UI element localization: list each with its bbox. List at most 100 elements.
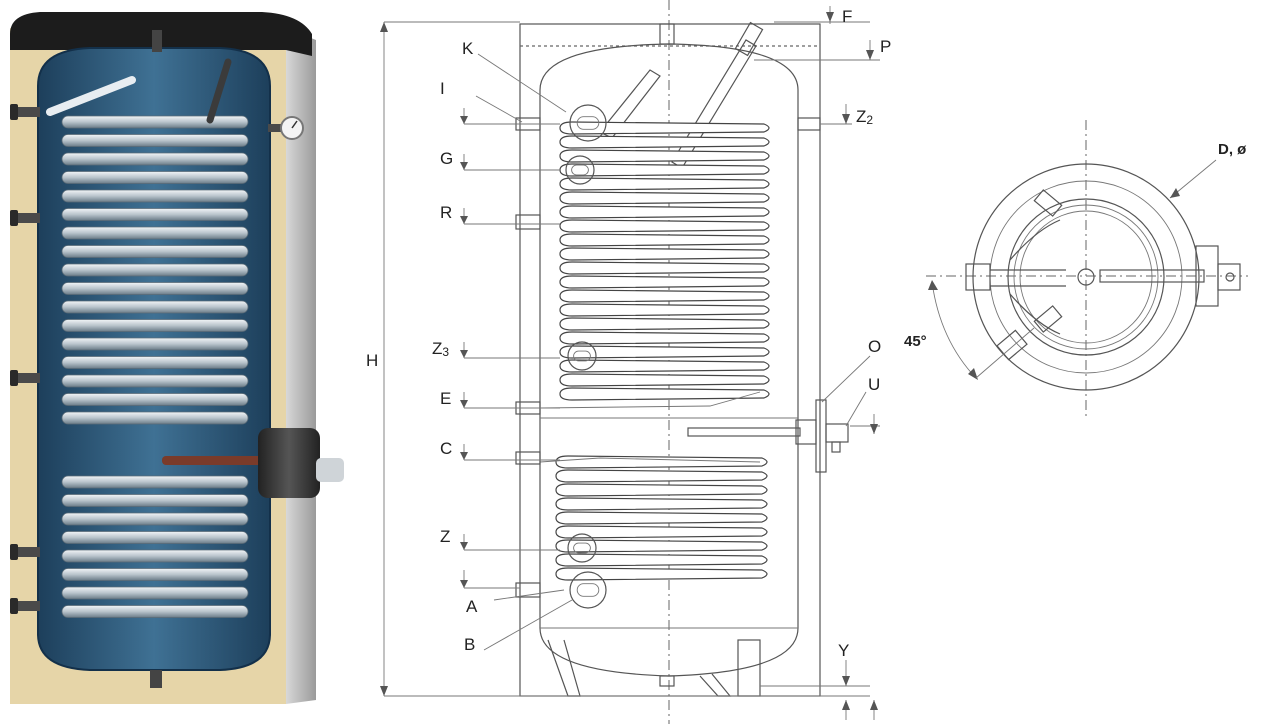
coil-turn xyxy=(61,531,249,544)
label-G: G xyxy=(440,149,453,168)
side-connections xyxy=(10,104,286,614)
coil-turn xyxy=(61,549,249,563)
drawing-upper-coil xyxy=(539,121,770,409)
side-connection-cap xyxy=(10,544,18,560)
drawing-coil-turn xyxy=(555,511,768,525)
drawing-coil-turn xyxy=(559,303,770,317)
coil-turn xyxy=(61,568,249,581)
heater-flange-drawing xyxy=(815,399,827,473)
coil-turn xyxy=(61,411,249,425)
drawing-coil-turn xyxy=(559,135,770,149)
casing-side xyxy=(286,28,316,704)
coil-turn xyxy=(61,152,249,166)
coil-turn xyxy=(61,494,249,507)
coil-turn xyxy=(61,319,249,332)
drawing-coil-turn xyxy=(559,275,770,289)
coil-turn xyxy=(61,356,249,369)
drawing-coil-turn xyxy=(555,553,768,567)
coil-turn xyxy=(61,263,249,277)
left-stub xyxy=(515,451,541,465)
drawing-coil-turn xyxy=(555,497,768,511)
side-connection xyxy=(14,547,40,557)
label-K: K xyxy=(462,39,474,58)
coil-turn xyxy=(61,337,249,351)
side-connection-cap xyxy=(10,598,18,614)
drawing-coil-turn xyxy=(559,233,770,247)
coil-turn xyxy=(61,208,249,221)
drawing-coil-turn xyxy=(555,469,768,483)
side-connection-cap xyxy=(10,104,18,120)
drawing-coil-turn xyxy=(559,387,770,401)
port-circle xyxy=(569,571,607,609)
label-angle: 45° xyxy=(904,333,927,350)
coil-turn xyxy=(61,605,249,618)
coil-turn xyxy=(61,475,249,489)
port-circles xyxy=(565,104,607,609)
heater-flange xyxy=(258,428,320,498)
top-view-heater xyxy=(1099,269,1205,283)
coil-turn xyxy=(61,393,249,406)
coil-turn xyxy=(61,189,249,203)
side-view-drawing: H F P Z2 I G R Z3E C Z K A B O U xyxy=(366,0,891,724)
label-Z3: Z3 xyxy=(432,339,449,359)
left-stub xyxy=(515,214,541,230)
label-Z2: Z2 xyxy=(856,107,873,127)
top-view-drawing: D, ø 45° xyxy=(904,120,1248,416)
label-F: F xyxy=(842,7,852,26)
top-connection xyxy=(659,23,675,45)
side-connection xyxy=(14,373,40,383)
drawing-lower-coil xyxy=(539,455,768,581)
side-connection-cap xyxy=(10,210,18,226)
coil-turn xyxy=(61,282,249,295)
upper-coil xyxy=(61,115,249,425)
heater-cap xyxy=(316,458,344,482)
label-A: A xyxy=(466,597,478,616)
coil-turn xyxy=(61,300,249,314)
drawing-coil-turn xyxy=(555,455,768,469)
label-E: E xyxy=(440,389,451,408)
label-O: O xyxy=(868,337,881,356)
drawing-coil-turn xyxy=(559,373,770,387)
coil-turn xyxy=(61,374,249,388)
left-stub xyxy=(515,582,541,598)
label-U: U xyxy=(868,375,880,394)
drawing-coil-turn xyxy=(559,331,770,345)
label-R: R xyxy=(440,203,452,222)
drawing-coil-turn xyxy=(559,149,770,163)
label-Z: Z xyxy=(440,527,450,546)
side-connection xyxy=(268,124,286,132)
label-I: I xyxy=(440,79,445,98)
coil-turn xyxy=(61,226,249,240)
top-fitting xyxy=(152,30,162,52)
coil-turn xyxy=(61,245,249,258)
drawing-coil-turn xyxy=(559,205,770,219)
side-connection xyxy=(14,601,40,611)
drawing-coil-turn xyxy=(559,345,770,359)
coil-turn xyxy=(61,512,249,526)
side-connection xyxy=(14,107,40,117)
side-connection xyxy=(14,213,40,223)
port-circle xyxy=(565,155,595,185)
label-H: H xyxy=(366,351,378,370)
drawing-coil-turn xyxy=(555,567,768,581)
coil-turn xyxy=(61,171,249,184)
drawing-coil-turn xyxy=(559,177,770,191)
cutaway-illustration xyxy=(10,12,344,704)
label-P: P xyxy=(880,37,891,56)
drawing-coil-turn xyxy=(559,163,770,177)
lower-coil xyxy=(61,475,249,618)
label-C: C xyxy=(440,439,452,458)
label-diameter: D, ø xyxy=(1218,141,1247,158)
side-connection-cap xyxy=(10,370,18,386)
anode-rod xyxy=(206,58,232,124)
drawing-coil-turn xyxy=(555,539,768,553)
drawing-coil-turn xyxy=(555,525,768,539)
left-dimension-labels: I G R Z3E C Z xyxy=(432,79,560,589)
inlet-pipe xyxy=(46,76,136,116)
label-B: B xyxy=(464,635,475,654)
bottom-drain xyxy=(150,670,162,688)
port-circle xyxy=(567,341,597,371)
drawing-coil-turn xyxy=(559,191,770,205)
label-Y: Y xyxy=(838,641,849,660)
